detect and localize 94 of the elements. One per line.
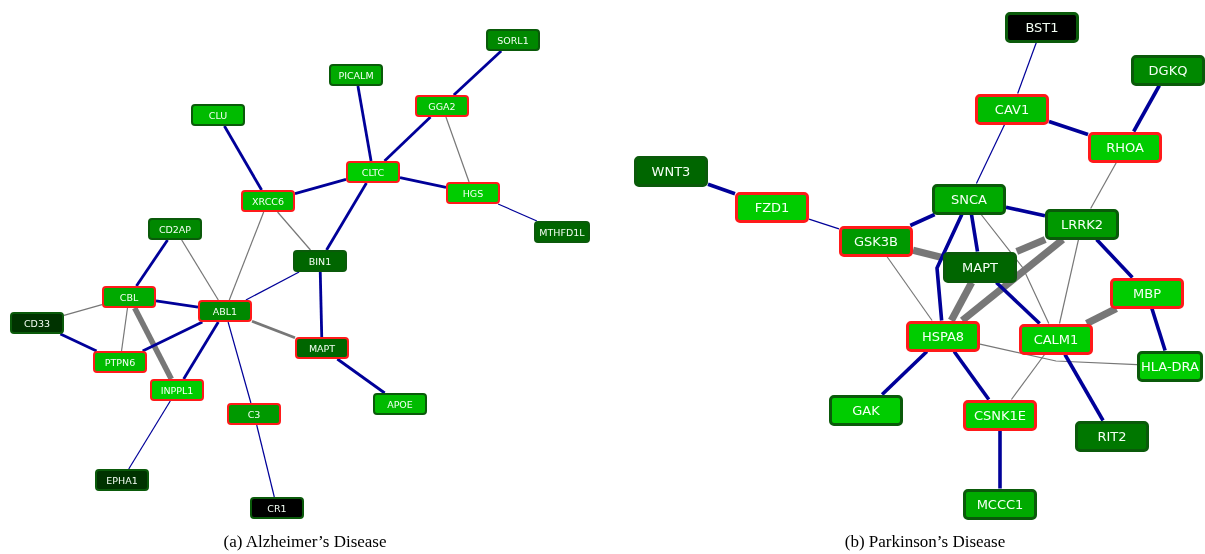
interaction-line <box>318 271 324 338</box>
interaction-line <box>1063 353 1105 422</box>
gene-node: CAV1 <box>975 93 1049 125</box>
interaction-line <box>1058 238 1080 325</box>
interaction-line <box>995 281 1041 325</box>
interaction-line <box>952 350 991 401</box>
interaction-line <box>181 239 219 301</box>
gene-node: GAK <box>829 394 903 426</box>
interaction-line <box>886 255 933 322</box>
interaction-line <box>227 321 252 404</box>
gene-node: RIT2 <box>1075 420 1149 452</box>
interaction-line <box>707 182 736 196</box>
gene-node: CD2AP <box>148 218 202 240</box>
gene-node: CR1 <box>250 497 304 519</box>
interaction-line <box>399 176 447 189</box>
gene-node: EPHA1 <box>95 469 149 491</box>
gene-node: MCCC1 <box>963 488 1037 520</box>
interaction-line <box>909 212 936 228</box>
interaction-line <box>245 271 300 301</box>
interaction-line <box>912 246 944 262</box>
interaction-line <box>1015 236 1047 255</box>
gene-node: XRCC6 <box>241 190 295 212</box>
gene-node: INPPL1 <box>150 379 204 401</box>
gene-node: MTHFD1L <box>534 221 590 243</box>
interaction-line <box>276 211 312 251</box>
interaction-line <box>251 320 296 339</box>
gene-node: FZD1 <box>735 191 809 223</box>
gene-node: WNT3 <box>634 155 708 187</box>
interaction-line <box>935 213 964 321</box>
interaction-line <box>980 213 1050 325</box>
gene-node: MAPT <box>943 251 1017 283</box>
interaction-line <box>59 332 98 353</box>
gene-node: DGKQ <box>1131 54 1205 86</box>
interaction-line <box>808 218 840 230</box>
panel-caption: (b) Parkinson’s Disease <box>843 532 1007 552</box>
gene-node: PICALM <box>329 64 383 86</box>
gene-node: MBP <box>1110 277 1184 309</box>
interaction-line <box>294 178 347 195</box>
interaction-line <box>979 343 1138 366</box>
interaction-line <box>445 116 470 183</box>
gene-node: BIN1 <box>293 250 347 272</box>
gene-node: SNCA <box>932 183 1006 215</box>
gene-node: HSPA8 <box>906 320 980 352</box>
gene-node: PTPN6 <box>93 351 147 373</box>
gene-node: LRRK2 <box>1045 208 1119 240</box>
gene-node: GGA2 <box>415 95 469 117</box>
interaction-line <box>356 85 373 162</box>
gene-node: ABL1 <box>198 300 252 322</box>
interaction-line <box>336 357 386 395</box>
interaction-line <box>182 321 220 380</box>
gene-node: GSK3B <box>839 225 913 257</box>
gene-node: MAPT <box>295 337 349 359</box>
gene-node: BST1 <box>1005 11 1079 43</box>
gene-node: SORL1 <box>486 29 540 51</box>
gene-node: CLU <box>191 104 245 126</box>
gene-node: HLA-DRA <box>1137 350 1203 382</box>
gene-node: APOE <box>373 393 427 415</box>
interaction-line <box>948 280 975 323</box>
interaction-line <box>155 299 199 309</box>
gene-node: CALM1 <box>1019 323 1093 355</box>
interaction-line <box>383 116 432 162</box>
interaction-line <box>880 350 929 396</box>
interaction-line <box>497 203 538 222</box>
interaction-line <box>1017 41 1037 95</box>
interaction-line <box>1150 307 1167 352</box>
interaction-line <box>142 320 203 353</box>
gene-node: CD33 <box>10 312 64 334</box>
interaction-line <box>120 307 129 352</box>
gene-node: C3 <box>227 403 281 425</box>
gene-node: CSNK1E <box>963 399 1037 431</box>
interaction-line <box>1085 305 1118 327</box>
interaction-line <box>128 400 171 470</box>
interaction-line <box>452 49 503 97</box>
interaction-line <box>1095 238 1134 279</box>
panel-caption: (a) Alzheimer’s Disease <box>222 532 388 552</box>
interaction-line <box>228 211 265 301</box>
interaction-line <box>63 304 103 316</box>
interaction-line <box>132 306 174 381</box>
interaction-line <box>1048 119 1089 137</box>
gene-node: CBL <box>102 286 156 308</box>
interaction-line <box>975 123 1006 185</box>
interaction-line <box>135 239 169 287</box>
interaction-line <box>223 125 263 191</box>
interaction-line <box>969 214 980 252</box>
gene-node: CLTC <box>346 161 400 183</box>
interaction-line <box>1010 353 1046 401</box>
interaction-line <box>1005 205 1046 218</box>
interaction-line <box>325 182 368 251</box>
interaction-line <box>256 424 275 498</box>
gene-node: RHOA <box>1088 131 1162 163</box>
interaction-line <box>1132 84 1161 133</box>
interaction-line <box>1090 161 1117 210</box>
gene-node: HGS <box>446 182 500 204</box>
interaction-line <box>998 430 1002 489</box>
